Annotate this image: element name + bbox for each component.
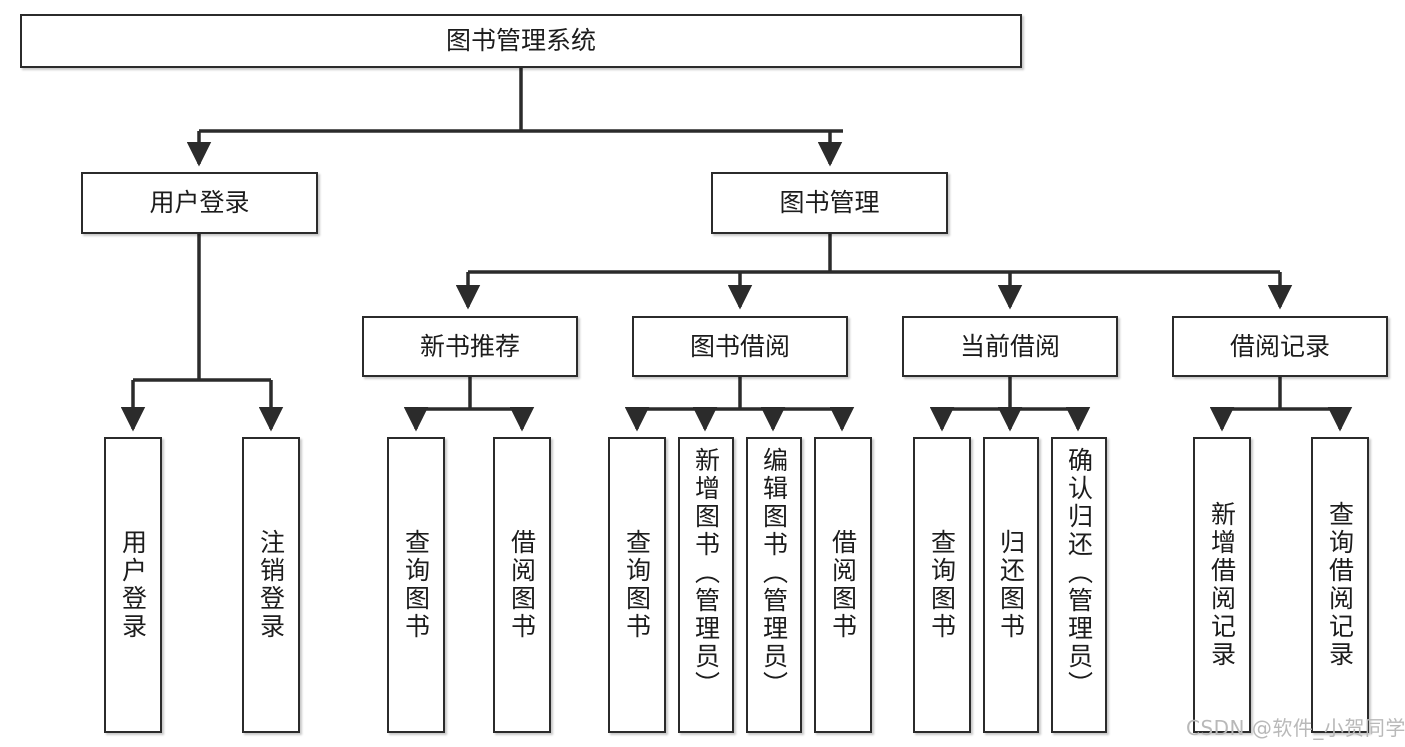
node-label: 确认归还（管理员） xyxy=(1064,447,1094,699)
node-label: 当前借阅 xyxy=(959,331,1060,361)
node-label: 查询图书 xyxy=(622,529,652,641)
leaf-add-borrow-record[interactable]: 新增借阅记录 xyxy=(1193,437,1251,733)
leaf-query-borrow-record[interactable]: 查询借阅记录 xyxy=(1311,437,1369,733)
watermark: CSDN @软件_小贺同学 xyxy=(1186,716,1405,740)
node-label: 借阅记录 xyxy=(1229,331,1330,361)
node-label: 归还图书 xyxy=(996,529,1026,641)
leaf-edit-book-admin[interactable]: 编辑图书（管理员） xyxy=(746,437,802,733)
leaf-return-books[interactable]: 归还图书 xyxy=(983,437,1039,733)
node-label: 查询借阅记录 xyxy=(1325,501,1355,669)
leaf-query-books-newbook[interactable]: 查询图书 xyxy=(387,437,445,733)
node-label: 图书借阅 xyxy=(689,331,790,361)
leaf-borrow-books-borrow[interactable]: 借阅图书 xyxy=(814,437,872,733)
node-label: 用户登录 xyxy=(118,529,148,641)
node-label: 图书管理 xyxy=(779,188,880,217)
leaf-add-book-admin[interactable]: 新增图书（管理员） xyxy=(678,437,734,733)
node-current-borrowing[interactable]: 当前借阅 xyxy=(902,316,1118,377)
node-label: 新书推荐 xyxy=(419,331,520,361)
node-label: 图书管理系统 xyxy=(445,26,596,55)
leaf-query-books-borrow[interactable]: 查询图书 xyxy=(608,437,666,733)
node-label: 新增图书（管理员） xyxy=(691,447,721,699)
leaf-confirm-return-admin[interactable]: 确认归还（管理员） xyxy=(1051,437,1107,733)
node-new-book-recommendation[interactable]: 新书推荐 xyxy=(362,316,578,377)
leaf-user-login[interactable]: 用户登录 xyxy=(104,437,162,733)
node-book-management[interactable]: 图书管理 xyxy=(711,172,948,234)
node-label: 查询图书 xyxy=(927,529,957,641)
node-label: 借阅图书 xyxy=(507,529,537,641)
node-label: 注销登录 xyxy=(256,529,286,641)
node-root-book-management-system[interactable]: 图书管理系统 xyxy=(20,14,1022,68)
node-user-login[interactable]: 用户登录 xyxy=(81,172,318,234)
node-label: 借阅图书 xyxy=(828,529,858,641)
node-label: 用户登录 xyxy=(149,188,250,217)
leaf-query-books-current[interactable]: 查询图书 xyxy=(913,437,971,733)
node-book-borrowing[interactable]: 图书借阅 xyxy=(632,316,848,377)
node-borrow-records[interactable]: 借阅记录 xyxy=(1172,316,1388,377)
node-label: 编辑图书（管理员） xyxy=(759,447,789,699)
node-label: 查询图书 xyxy=(401,529,431,641)
leaf-logout-login[interactable]: 注销登录 xyxy=(242,437,300,733)
node-label: 新增借阅记录 xyxy=(1207,501,1237,669)
leaf-borrow-books-newbook[interactable]: 借阅图书 xyxy=(493,437,551,733)
